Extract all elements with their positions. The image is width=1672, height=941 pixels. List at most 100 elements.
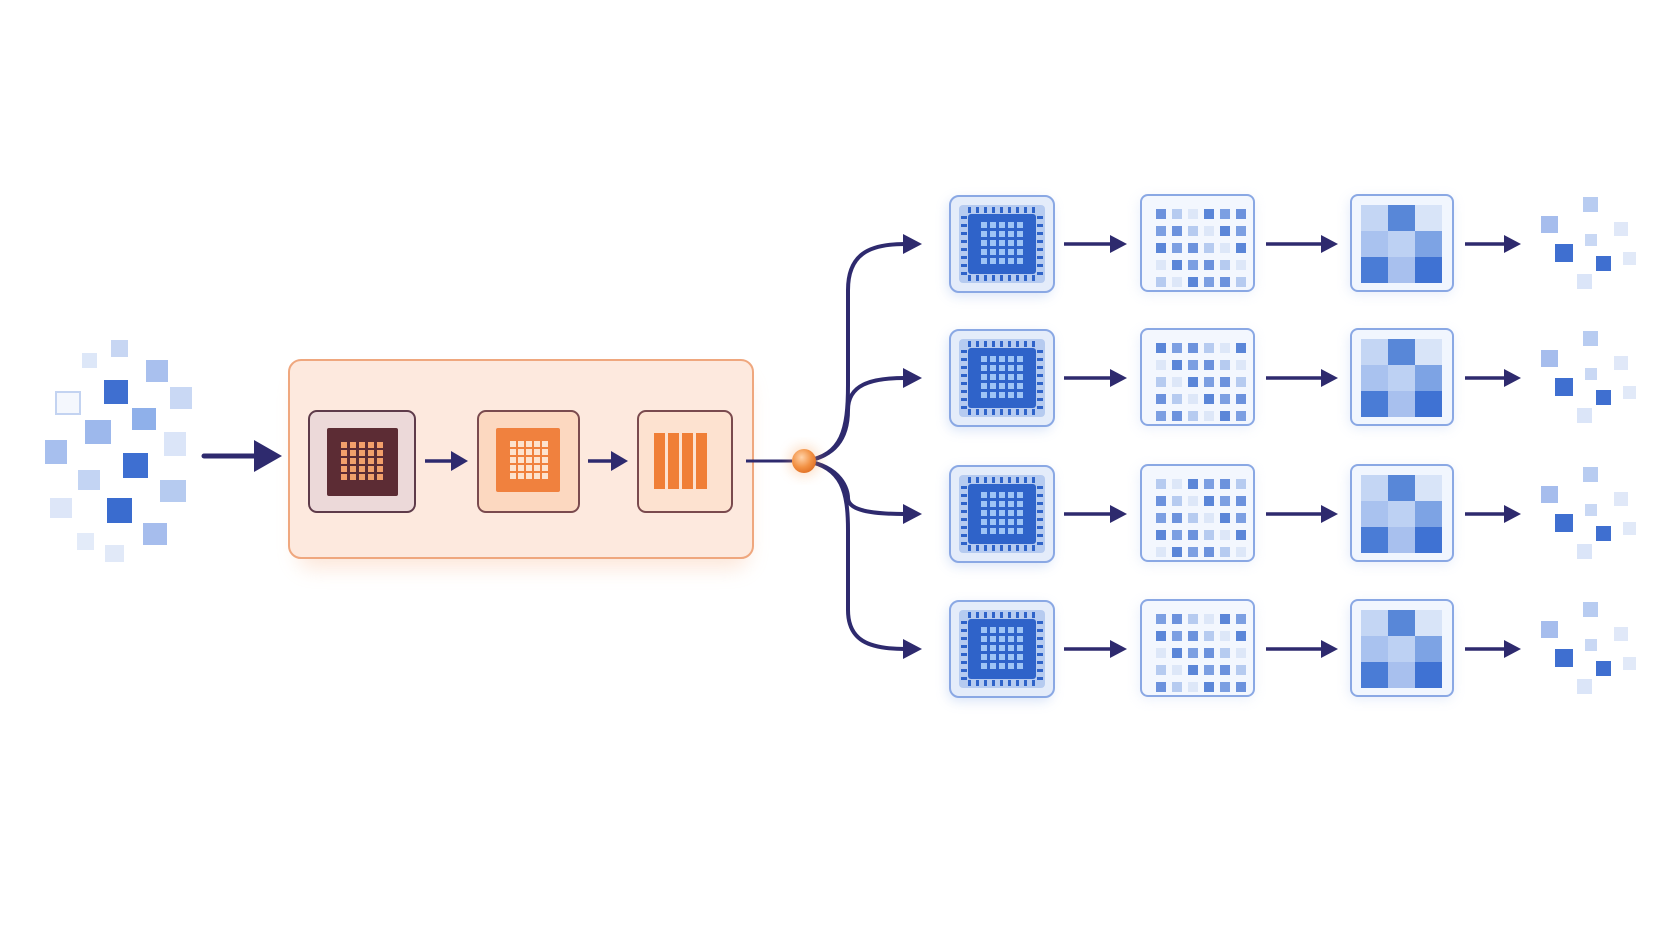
branch-row [948,464,1636,566]
dotted-matrix [1139,599,1255,699]
scattered-output [1541,197,1636,289]
chip-cell [1017,519,1023,525]
matrix-cell [1220,260,1230,270]
chip-cell [999,492,1005,498]
matrix-cell [1220,496,1230,506]
processor-chip [948,329,1055,430]
block-cell [1361,391,1388,417]
block-cell [1388,231,1415,257]
matrix-cell [1156,547,1166,557]
matrix-cell [1156,360,1166,370]
block-cell [1361,475,1388,501]
output-square [1623,522,1636,535]
block-cell [1415,610,1442,636]
matrix-cell [1204,260,1214,270]
scattered-output [1541,331,1636,423]
chip-cell [981,258,987,264]
chip-cell [999,627,1005,633]
matrix-cell [1204,614,1214,624]
chip-cell [981,519,987,525]
output-square [1555,649,1573,667]
output-square [1583,602,1598,617]
grid-cell [542,441,548,447]
chip-cell [1008,356,1014,362]
chip-cell [990,636,996,642]
chip-icon [961,477,1043,551]
chip-cell [981,365,987,371]
block-grid [1349,328,1454,428]
grid-cell [350,466,356,472]
chip-cell [999,249,1005,255]
block-cell [1388,527,1415,553]
output-square [1577,679,1592,694]
chip-cell [999,510,1005,516]
chip-cell [990,240,996,246]
chip-cell [999,231,1005,237]
matrix-cell [1172,243,1182,253]
matrix-cell [1188,665,1198,675]
matrix-cell [1188,360,1198,370]
scattered-output [1541,467,1636,559]
matrix-cell [1204,648,1214,658]
grid-cell [377,450,383,456]
chip-cell [1008,663,1014,669]
output-square [1583,331,1598,346]
grid-cell [534,465,540,471]
block-cell [1388,475,1415,501]
grid-cell [368,458,374,464]
block-cell [1415,475,1442,501]
row-arrow [1465,235,1521,253]
matrix-cell [1188,496,1198,506]
matrix-cell [1204,277,1214,287]
row-arrow [1266,640,1338,658]
chip-cell [999,365,1005,371]
row-arrow [1064,235,1127,253]
chip-cell [981,627,987,633]
chip-cell [999,383,1005,389]
matrix-cell [1188,277,1198,287]
dotted-matrix [1139,328,1255,428]
grid-cell [368,466,374,472]
matrix-cell [1236,648,1246,658]
matrix-cell [1172,377,1182,387]
chip-cell [1008,249,1014,255]
processor-chip [948,195,1055,296]
chip-cell [1008,365,1014,371]
row-arrow [1266,505,1338,523]
grid-cell [350,450,356,456]
block-cell [1361,205,1388,231]
output-square [1623,386,1636,399]
matrix-cell [1204,665,1214,675]
chip-cell [1017,231,1023,237]
matrix-cell [1204,360,1214,370]
chip-cell [990,365,996,371]
matrix-cell [1204,496,1214,506]
matrix-cell [1188,479,1198,489]
grid-cell [534,449,540,455]
row-arrow [1465,640,1521,658]
output-square [1585,234,1597,246]
grid-cell [526,449,532,455]
chip-icon [961,341,1043,415]
chip-cell [1017,356,1023,362]
chip-cell [1008,231,1014,237]
block-cell [1415,527,1442,553]
grid-cell [526,473,532,479]
matrix-cell [1220,631,1230,641]
chip-cell [1008,645,1014,651]
chip-cell [999,392,1005,398]
input-data-cluster [45,340,192,562]
chip-cell [981,636,987,642]
matrix-cell [1236,682,1246,692]
matrix-cell [1172,277,1182,287]
row-arrow [1064,505,1127,523]
matrix-cell [1204,394,1214,404]
grid-cell [518,457,524,463]
output-square [1541,621,1558,638]
grid-cell [526,457,532,463]
output-square [1541,350,1558,367]
grid-cell [542,465,548,471]
preprocessing-group [288,359,754,568]
input-arrow [201,440,282,472]
output-square [1541,216,1558,233]
